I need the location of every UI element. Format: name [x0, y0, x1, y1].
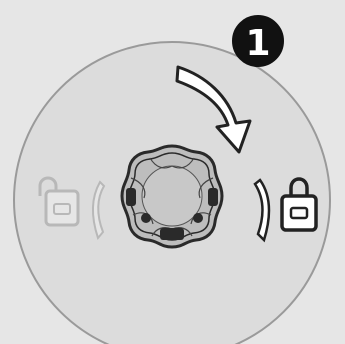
locked-padlock-icon — [280, 177, 318, 232]
unlocked-padlock-icon — [38, 176, 80, 227]
rotary-knob-icon — [120, 144, 224, 249]
right-swipe-mark-icon — [253, 178, 271, 243]
step-number-label: 1 — [245, 23, 270, 64]
step-number-badge: 1 — [232, 15, 284, 67]
clockwise-arrow-icon — [175, 65, 252, 154]
left-swipe-mark-icon — [92, 180, 106, 241]
